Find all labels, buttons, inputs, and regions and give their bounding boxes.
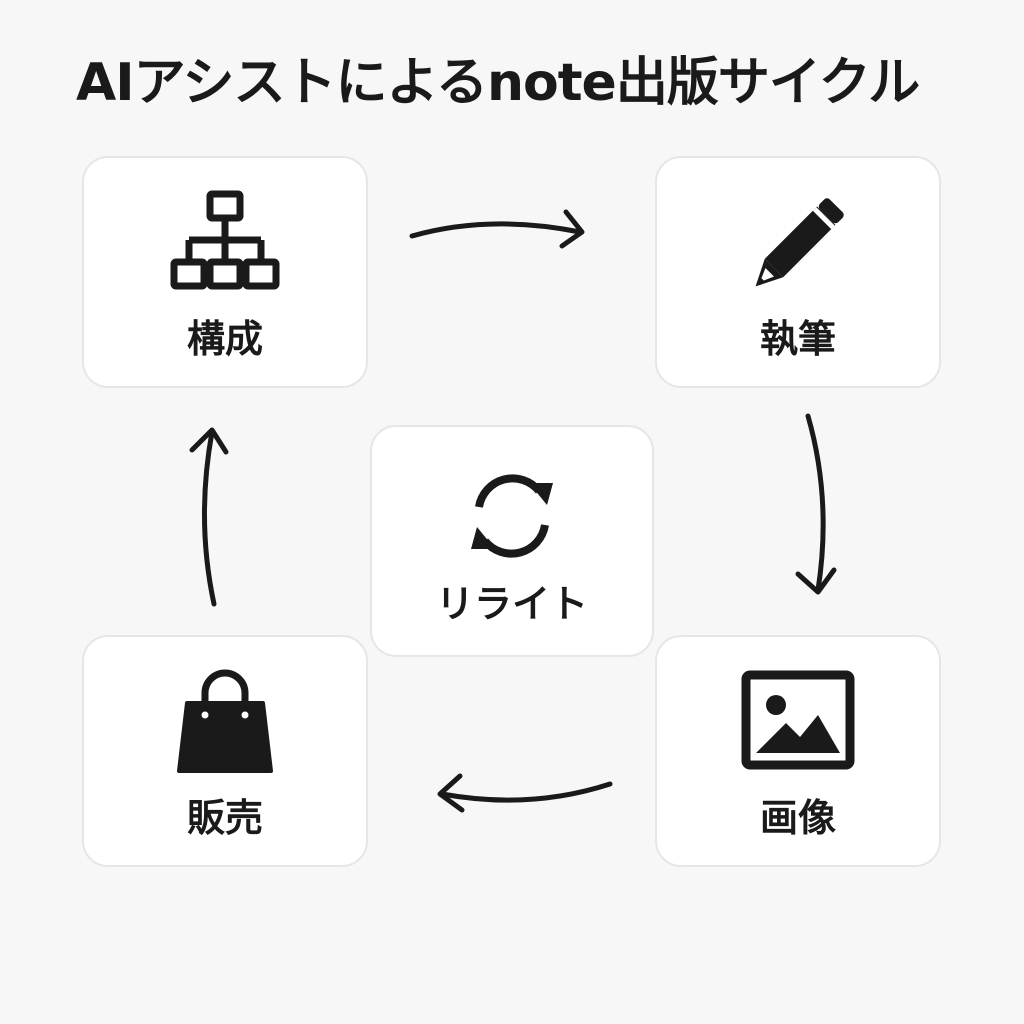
image-icon <box>741 670 855 770</box>
step-card-hanbai: 販売 <box>82 635 368 867</box>
pencil-icon <box>755 198 844 287</box>
step-label-hanbai: 販売 <box>186 796 263 840</box>
step-card-gazou: 画像 <box>655 635 941 867</box>
step-card-rewrite: リライト <box>370 425 654 657</box>
refresh-icon <box>471 474 553 558</box>
step-label-shippitsu: 執筆 <box>759 317 836 361</box>
step-card-shippitsu: 執筆 <box>655 156 941 388</box>
arrow-gazou-to-hanbai <box>437 773 613 813</box>
step-label-rewrite: リライト <box>435 582 588 626</box>
arrow-hanbai-to-kousei <box>189 427 229 607</box>
step-card-kousei: 構成 <box>82 156 368 388</box>
diagram-title: AIアシストによるnote出版サイクル <box>76 53 920 113</box>
arrow-kousei-to-shippitsu <box>409 209 585 249</box>
step-label-gazou: 画像 <box>759 796 836 840</box>
step-label-kousei: 構成 <box>186 317 263 361</box>
shopping-bag-icon <box>177 669 273 773</box>
sitemap-icon <box>170 190 280 290</box>
arrow-shippitsu-to-gazou <box>795 413 837 595</box>
